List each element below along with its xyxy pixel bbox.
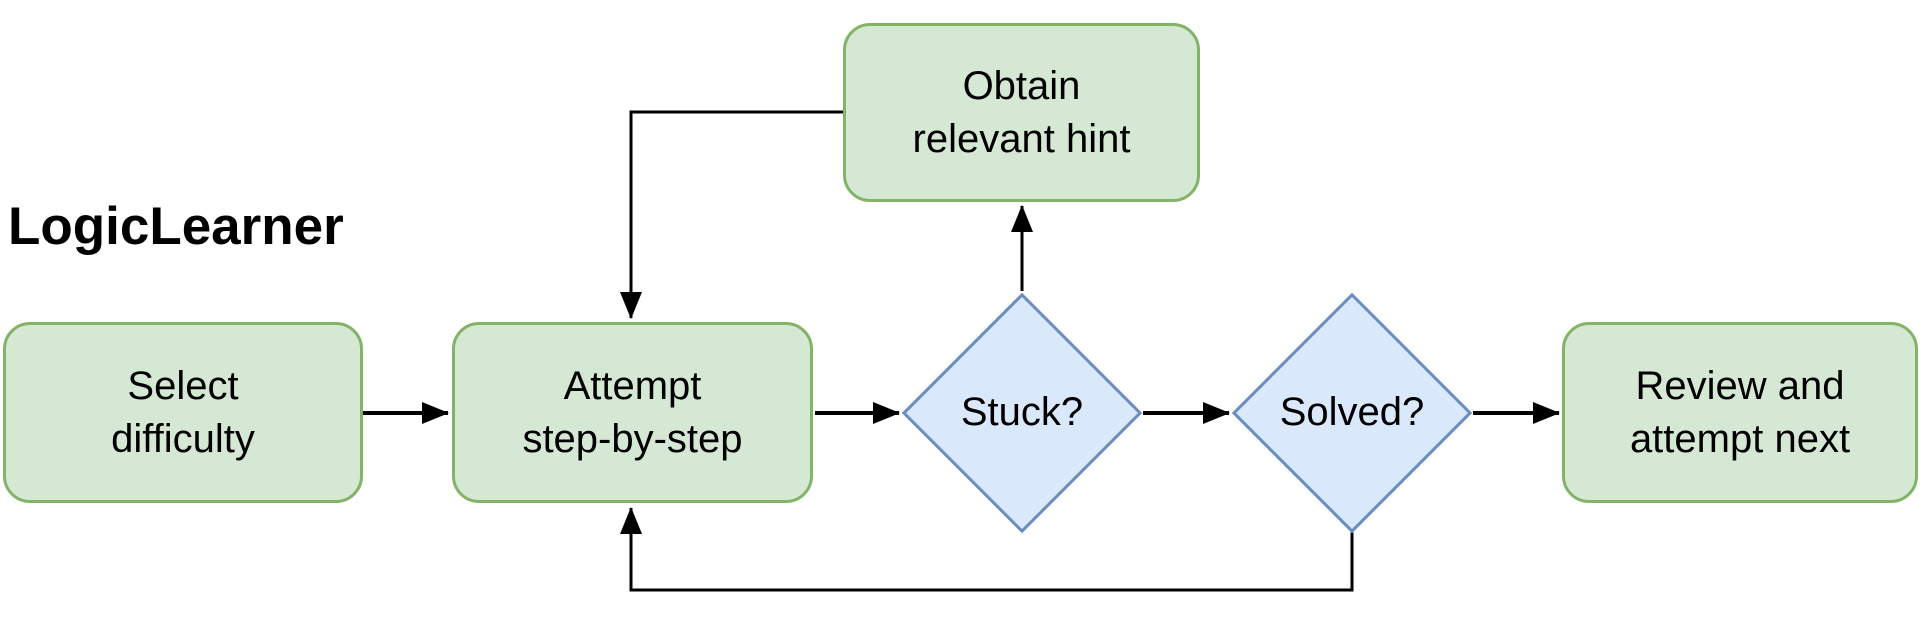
- node-attempt-step-by-step: Attempt step-by-step: [452, 322, 813, 503]
- node-obtain-relevant-hint: Obtain relevant hint: [843, 23, 1200, 202]
- edge-solved-loop-to-attempt: [620, 507, 1354, 592]
- node-select-difficulty: Select difficulty: [3, 322, 363, 503]
- diagram-title: LogicLearner: [8, 197, 344, 256]
- node-solved-label: Solved?: [1279, 389, 1425, 434]
- edge-hint-to-attempt: [620, 110, 843, 319]
- node-review-and-attempt-next: Review and attempt next: [1562, 322, 1918, 503]
- node-stuck-label: Stuck?: [960, 389, 1084, 434]
